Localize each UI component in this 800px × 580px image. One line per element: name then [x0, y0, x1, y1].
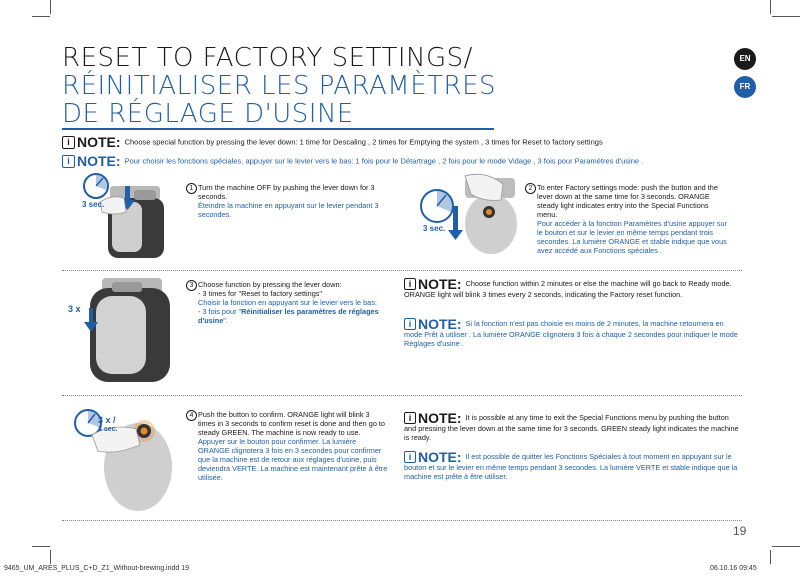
note4-fr-text: Il est possible de quitter les Fonctions…	[404, 451, 738, 481]
step3-count-label: 3 x	[68, 304, 81, 314]
footer-date: 06.10.16 09:45	[710, 565, 757, 572]
note-text: Pour choisir les fonctions spéciales, ap…	[124, 156, 644, 166]
note3-fr-text: Si la fonction n'est pas choisie en moin…	[404, 318, 738, 348]
crop-mark-bottom-left	[32, 546, 50, 547]
info-icon: i	[404, 412, 416, 424]
note3-en-text: Choose function within 2 minutes or else…	[404, 278, 732, 299]
info-icon: i	[404, 278, 416, 290]
page-number: 19	[733, 524, 747, 538]
step2-fr: Pour accéder à la fonction Paramètres d'…	[537, 219, 728, 255]
step3-fr-suffix: ".	[223, 316, 228, 325]
info-icon: i	[62, 154, 75, 168]
info-icon: i	[404, 318, 416, 330]
step4-fr: Appuyer sur le bouton pour confirmer. La…	[198, 437, 388, 482]
crop-mark-top-left	[32, 16, 50, 17]
step4-en: Push the button to confirm. ORANGE light…	[198, 410, 385, 437]
title-underline	[62, 128, 494, 130]
note-label: NOTE:	[418, 315, 462, 332]
step1-illustration: 3 sec.	[62, 172, 178, 264]
step3-fr-prefix: - 3 fois pour "	[198, 307, 242, 316]
page-title-fr-line2: DE RÉGLAGE D'USINE	[62, 99, 354, 129]
note-label: NOTE:	[418, 409, 462, 426]
page-title-fr-line1: RÉINITIALISER LES PARAMÈTRES	[62, 71, 497, 101]
step3-en-line1: Choose function by pressing the lever do…	[198, 280, 342, 289]
note-label: NOTE:	[77, 153, 121, 169]
step2-text: To enter Factory settings mode: push the…	[537, 183, 727, 255]
note-label: NOTE:	[418, 275, 462, 292]
step3-en-line2: - 3 times for "Reset to factory settings…	[198, 289, 323, 298]
step3-illustration: 3 x	[62, 276, 178, 388]
note-label: NOTE:	[418, 448, 462, 465]
step3-fr-line2: - 3 fois pour "Réinitialiser les paramèt…	[198, 307, 393, 325]
step1-text: Turn the machine OFF by pushing the leve…	[198, 183, 388, 219]
step2-en: To enter Factory settings mode: push the…	[537, 183, 718, 219]
page-title-en: RESET TO FACTORY SETTINGS/	[62, 43, 473, 73]
note-text: Choose special function by pressing the …	[124, 137, 603, 147]
step3-number: 3	[186, 280, 197, 291]
step4-number: 4	[186, 410, 197, 421]
crop-mark-bottom-right-v	[770, 550, 771, 564]
step2-timer-label: 3 sec.	[423, 224, 446, 233]
step4-timer-label: 3 sec.	[98, 426, 118, 433]
language-badge-fr: FR	[734, 76, 756, 98]
crop-mark-bottom-left-v	[50, 550, 51, 564]
step4-illustration: 3 x / 3 sec.	[62, 401, 178, 519]
crop-mark-top-right-v	[770, 0, 771, 14]
section-divider-1	[62, 270, 742, 271]
crop-mark-top-left-v	[50, 0, 51, 14]
step4-text: Push the button to confirm. ORANGE light…	[198, 410, 388, 482]
info-icon: i	[404, 451, 416, 463]
step1-number: 1	[186, 183, 197, 194]
crop-mark-top-right	[772, 16, 800, 17]
step2-illustration: 3 sec.	[405, 172, 517, 264]
crop-mark-bottom-right	[772, 546, 800, 547]
step1-en: Turn the machine OFF by pushing the leve…	[198, 183, 375, 201]
step3-text: Choose function by pressing the lever do…	[198, 280, 393, 325]
info-icon: i	[62, 135, 75, 149]
step1-timer-label: 3 sec.	[82, 200, 105, 209]
note4-en-text: It is possible at any time to exit the S…	[404, 412, 739, 442]
note-label: NOTE:	[77, 134, 121, 150]
step3-fr-line1: Choisir la fonction en appuyant sur le l…	[198, 298, 377, 307]
step2-number: 2	[525, 183, 536, 194]
section-divider-3	[62, 520, 742, 521]
footer-file: 9465_UM_ARES_PLUS_C+D_Z1_Without-brewing…	[4, 565, 190, 572]
step1-fr: Éteindre la machine en appuyant sur le l…	[198, 201, 379, 219]
language-badge-en: EN	[734, 48, 756, 70]
step4-count-label: 3 x /	[98, 415, 116, 425]
section-divider-2	[62, 395, 742, 396]
step3-fr-emphasis: Réinitialiser les paramètres de réglages…	[198, 307, 379, 325]
